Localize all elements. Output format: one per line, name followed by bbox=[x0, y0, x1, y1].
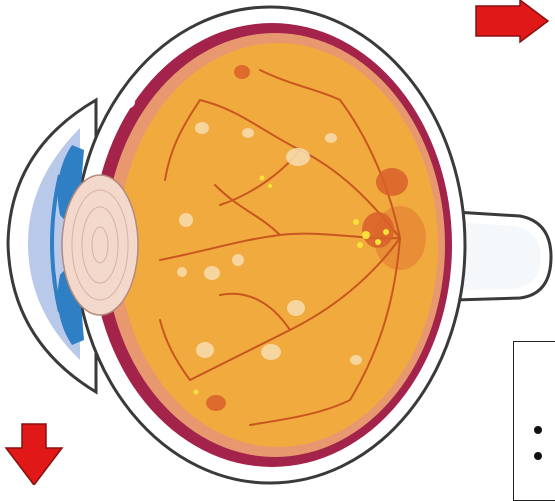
lens bbox=[62, 175, 138, 315]
right-arrow-icon bbox=[476, 0, 548, 42]
down-arrow-icon bbox=[6, 424, 62, 485]
bullet-icon bbox=[534, 452, 542, 460]
eye-cross-section-diagram bbox=[0, 0, 555, 485]
bullet-icon bbox=[534, 426, 542, 434]
optic-nerve bbox=[455, 212, 551, 300]
legend-panel bbox=[513, 341, 555, 501]
